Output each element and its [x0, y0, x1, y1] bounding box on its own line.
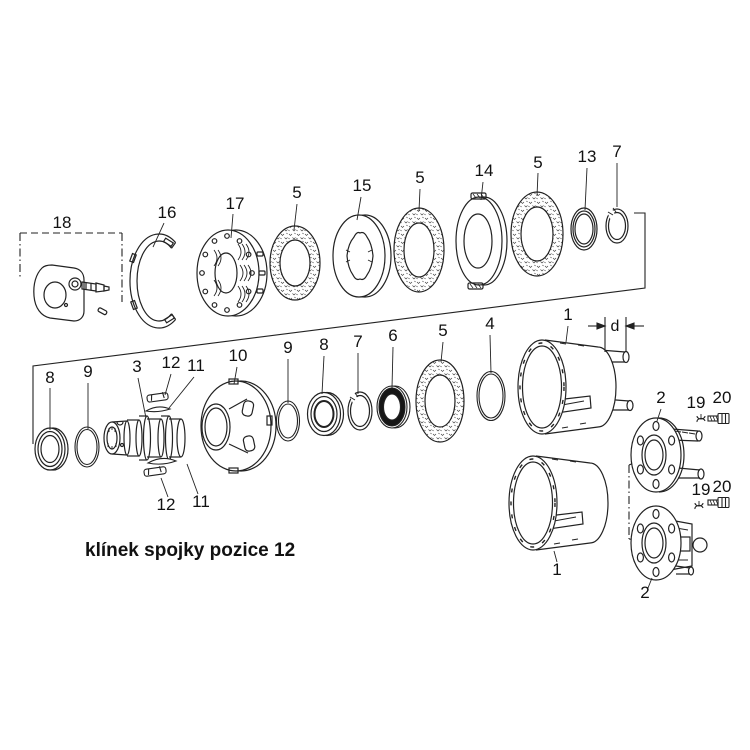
part-17-spring-plate — [196, 229, 268, 317]
small-pin — [97, 307, 108, 316]
part-16-band — [128, 233, 177, 329]
part-label-20: 20 — [713, 388, 732, 407]
part-label-6: 6 — [388, 326, 397, 345]
part18-bracket-ends — [19, 233, 123, 302]
part-label-20: 20 — [713, 477, 732, 496]
part-10-hub-cup — [200, 378, 277, 474]
part-label-18: 18 — [53, 213, 72, 232]
part-2-flange-bottom — [630, 505, 708, 581]
caption-text: klínek spojky pozice 12 — [85, 540, 295, 561]
part-7-snap-ring-top — [604, 203, 629, 244]
part-label-4: 4 — [485, 314, 494, 333]
part-label-16: 16 — [158, 203, 177, 222]
part-label-19: 19 — [687, 393, 706, 412]
sequence-bracket-line — [32, 212, 646, 444]
part-label-14: 14 — [475, 161, 494, 180]
part-label-1: 1 — [563, 305, 572, 324]
part-12-key-lower — [143, 466, 167, 477]
part-6-seal-ring — [376, 385, 411, 429]
part-8-ring-left — [34, 427, 69, 471]
part-label-7: 7 — [612, 142, 621, 161]
part-19-washer-top — [696, 414, 706, 423]
part-label-9: 9 — [283, 338, 292, 357]
part-4-ring — [476, 370, 506, 422]
part-11-woodruff-key-lower — [146, 457, 178, 465]
part-label-8: 8 — [45, 368, 54, 387]
part-label-5: 5 — [533, 153, 542, 172]
part-13-seal-ring — [570, 207, 598, 251]
part-3-coupling-shaft — [103, 415, 186, 461]
part-label-15: 15 — [353, 176, 372, 195]
part-1-drum-bottom — [508, 455, 609, 551]
part-5-friction-disc-d — [415, 359, 465, 443]
part-label-10: 10 — [229, 346, 248, 365]
leader-lines — [49, 163, 662, 589]
part-9-ring-mid — [275, 400, 301, 442]
part-label-19: 19 — [692, 480, 711, 499]
part-label-2: 2 — [640, 583, 649, 602]
part-7-snap-ring-mid — [347, 388, 373, 431]
part-20-bolt-top — [707, 412, 730, 425]
part-5-friction-disc-c — [510, 191, 564, 277]
part-5-friction-disc-a — [269, 225, 321, 301]
part-11-woodruff-key-upper — [144, 406, 172, 413]
part-label-7: 7 — [353, 332, 362, 351]
part-label-5: 5 — [438, 321, 447, 340]
part-label-3: 3 — [132, 357, 141, 376]
part-8-bearing-mid — [306, 391, 345, 437]
spline-bore — [107, 427, 117, 449]
part-12-key-upper — [146, 392, 169, 403]
part-label-5: 5 — [415, 168, 424, 187]
spring-coils — [237, 243, 250, 261]
part-label-12: 12 — [162, 353, 181, 372]
part-2-flange-top — [630, 417, 705, 493]
part-label-1: 1 — [552, 560, 561, 579]
part-18-bracket-assembly — [33, 264, 110, 322]
part-label-11: 11 — [187, 356, 205, 375]
part-9-ring-left — [74, 426, 100, 468]
part-label-2: 2 — [656, 388, 665, 407]
part-14-tabbed-plate — [455, 192, 508, 290]
part-label-5: 5 — [292, 183, 301, 202]
dimension-label: d — [611, 318, 620, 335]
part-19-washer-bottom — [694, 501, 704, 510]
part-label-17: 17 — [226, 194, 245, 213]
part-15-steel-plate — [332, 214, 392, 298]
part-1-drum-top — [517, 339, 634, 435]
part-label-13: 13 — [578, 147, 597, 166]
part-label-9: 9 — [83, 362, 92, 381]
part-label-8: 8 — [319, 335, 328, 354]
part-20-bolt-bottom — [707, 496, 730, 509]
part-5-friction-disc-b — [393, 207, 445, 293]
part-label-12: 12 — [157, 495, 176, 514]
d-dimension — [588, 317, 644, 352]
part-label-11: 11 — [192, 492, 210, 511]
